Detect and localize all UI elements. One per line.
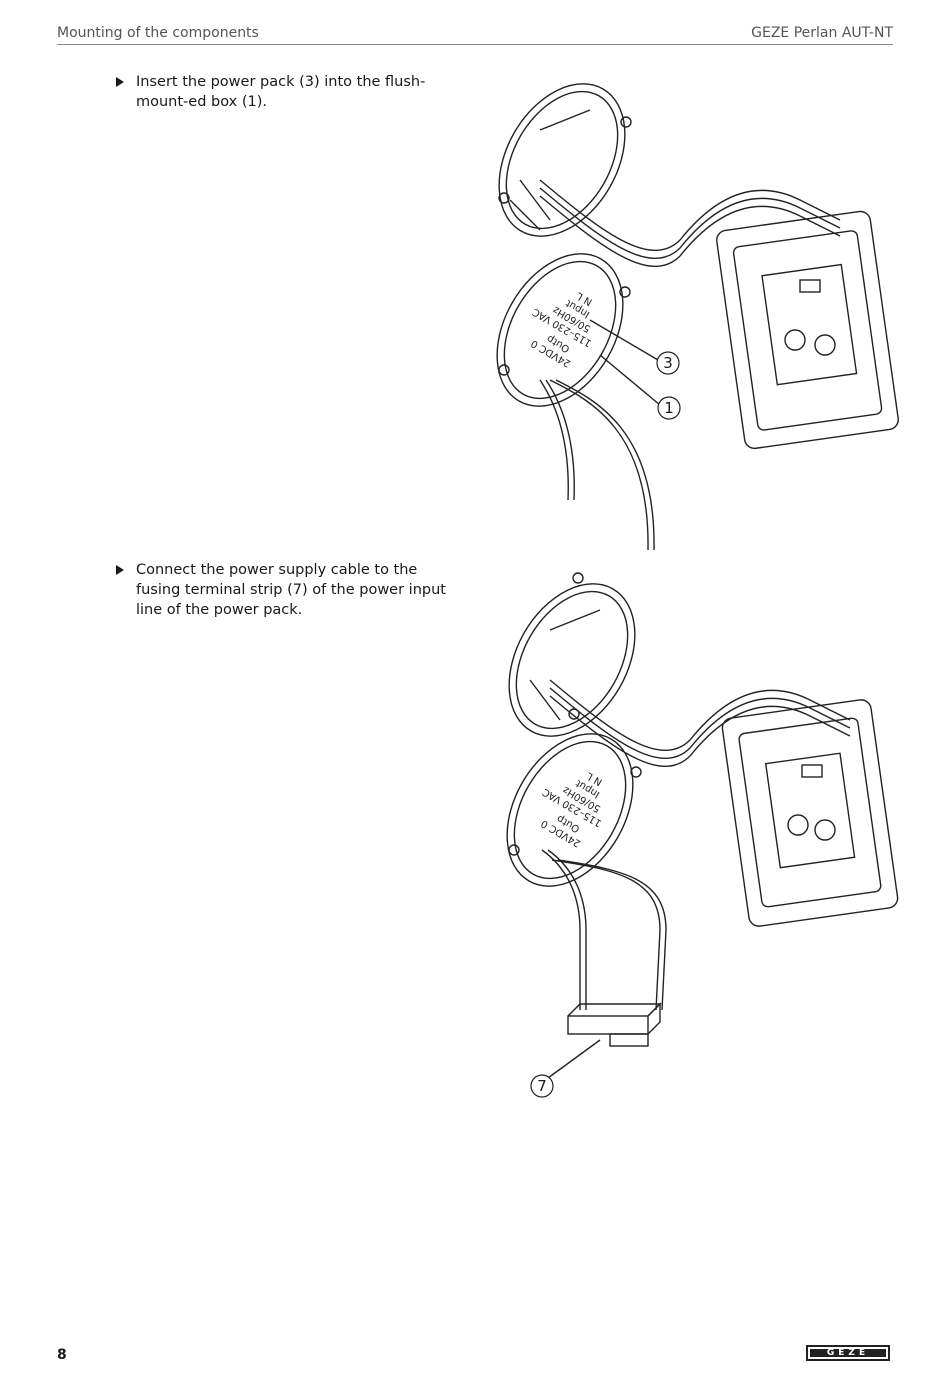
- callout-3: 3: [656, 351, 680, 375]
- power-pack-label: 24VDC 0 Outp 115–230 VAC 50/60Hz Input N…: [539, 769, 604, 848]
- geze-logo: GEZE: [806, 1345, 890, 1361]
- bullet-arrow-icon: [116, 565, 124, 575]
- callouts-figure-2: 7: [530, 1074, 554, 1098]
- product-name: GEZE Perlan AUT-NT: [751, 25, 893, 41]
- callout-number: 3: [663, 354, 673, 372]
- drawing-figure-1: 24VDC 0 Outp 115–230 VAC 50/60Hz Input N…: [496, 83, 899, 551]
- callout-7: 7: [530, 1074, 554, 1098]
- step-text: Insert the power pack (3) into the flush…: [136, 74, 426, 110]
- logo-text: GEZE: [810, 1349, 886, 1358]
- drawing-figure-2: 24VDC 0 Outp 115–230 VAC 50/60Hz Input N…: [506, 572, 899, 1079]
- illustration-power-pack-insertion: 24VDC 0 Outp 115–230 VAC 50/60Hz Input N…: [480, 70, 900, 564]
- step-text: Connect the power supply cable to the fu…: [136, 562, 446, 618]
- callout-1: 1: [657, 396, 681, 420]
- callout-number: 1: [664, 399, 674, 417]
- illustration-terminal-strip-connection: 24VDC 0 Outp 115–230 VAC 50/60Hz Input N…: [480, 570, 900, 1114]
- callout-number: 7: [537, 1077, 547, 1095]
- bullet-arrow-icon: [116, 77, 124, 87]
- section-title: Mounting of the components: [57, 25, 259, 41]
- callouts-figure-1: 3 1: [656, 351, 681, 420]
- page-header: Mounting of the components GEZE Perlan A…: [57, 22, 893, 45]
- page-number: 8: [57, 1347, 67, 1363]
